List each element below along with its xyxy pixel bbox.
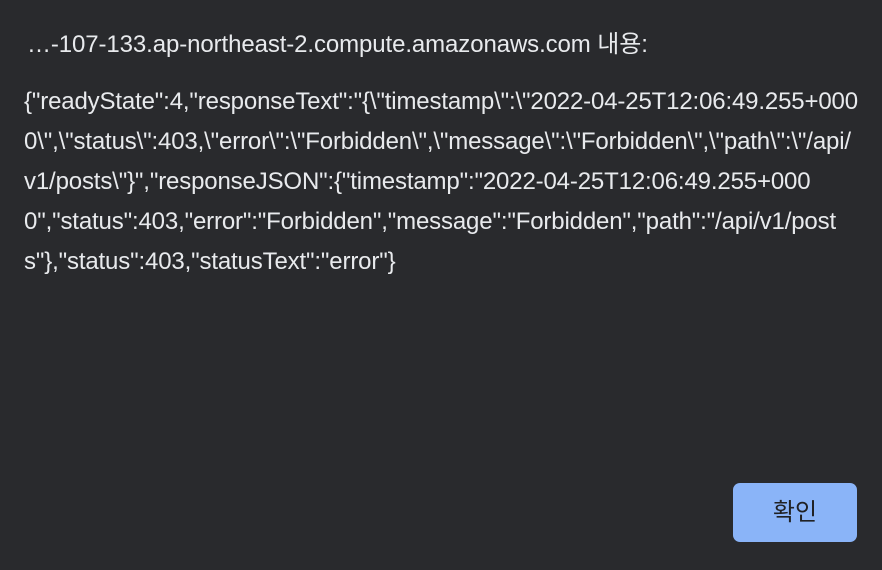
dialog-message-text: {"readyState":4,"responseText":"{\"times…: [24, 88, 858, 275]
dialog-spacer: [0, 282, 882, 483]
dialog-button-row: 확인: [0, 483, 882, 570]
dialog-title: …-107-133.ap-northeast-2.compute.amazona…: [27, 31, 648, 58]
confirm-button[interactable]: 확인: [733, 483, 857, 542]
